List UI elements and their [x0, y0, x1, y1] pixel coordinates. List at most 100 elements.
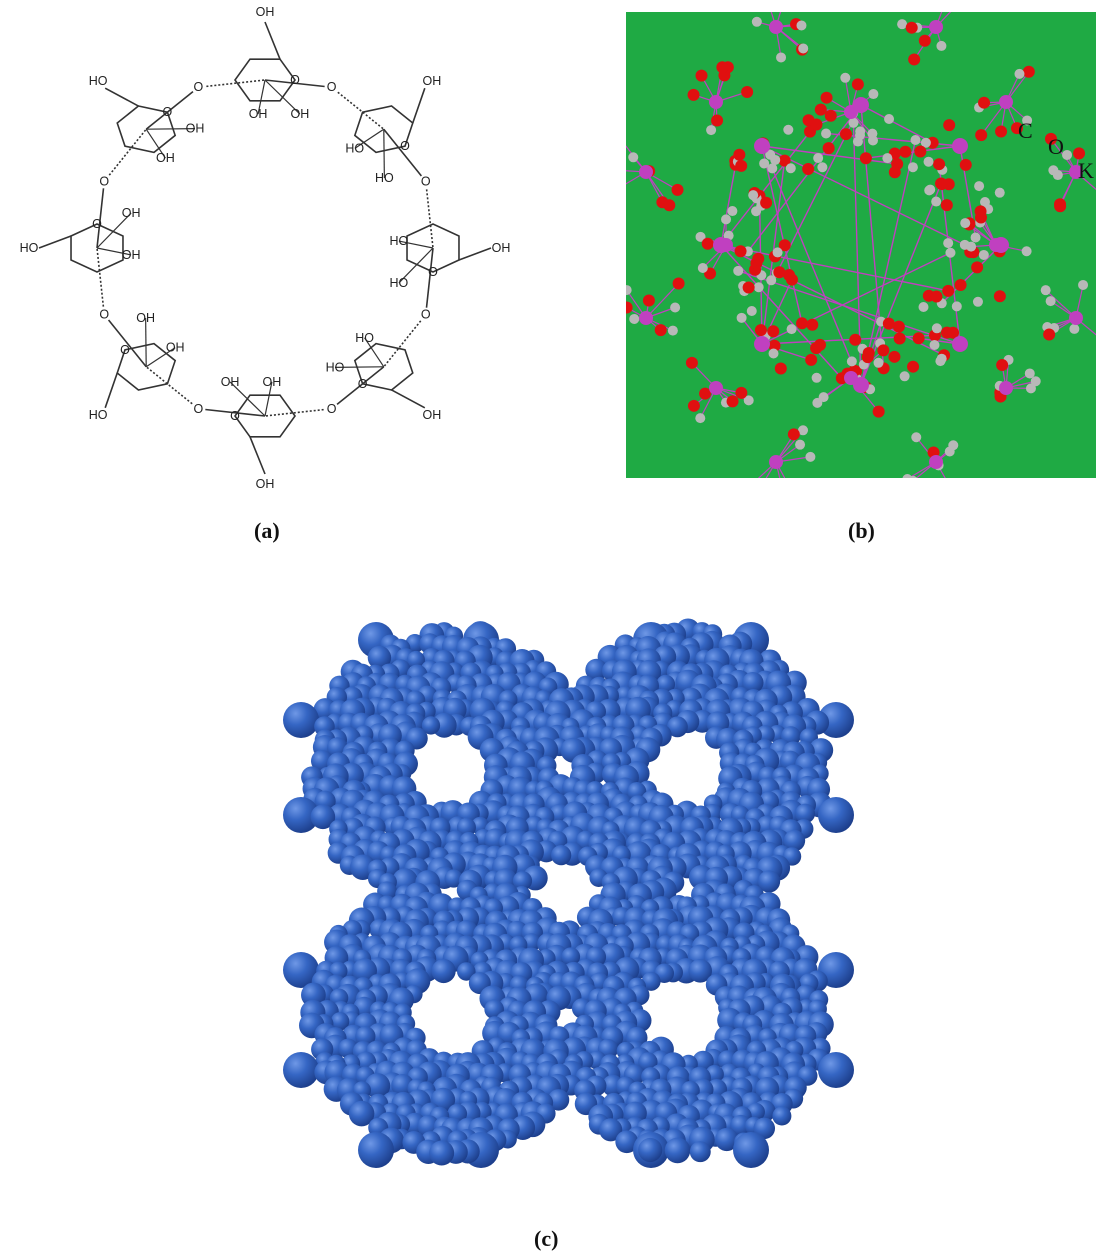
oxygen-atom — [943, 119, 956, 132]
k-o-bond — [720, 164, 737, 246]
k-o-bond — [720, 244, 949, 292]
oh-bond — [229, 381, 266, 417]
oxygen-atom — [947, 326, 960, 339]
carbon-atom — [743, 395, 754, 406]
carbon-atom — [899, 371, 910, 382]
hydroxyl-label: HO — [89, 408, 108, 422]
glycosidic-oxygen-label: O — [421, 308, 431, 322]
oxygen-atom — [701, 237, 714, 250]
oxygen-atom — [995, 125, 1008, 138]
atom-label-oxygen: O — [1048, 134, 1064, 159]
hydroxyl-label: OH — [166, 341, 185, 355]
carbon-atom — [706, 125, 717, 136]
oh-bond — [257, 79, 266, 115]
glycosidic-bond-hashed — [383, 314, 427, 368]
carbon-atom — [882, 153, 893, 164]
oxygen-atom — [687, 88, 700, 101]
carbon-atom — [970, 232, 981, 243]
atom-sphere — [348, 1100, 375, 1127]
oxygen-atom — [888, 350, 901, 363]
ring-oxygen-label: O — [428, 265, 438, 279]
oxygen-atom — [711, 114, 724, 127]
oxygen-atom — [685, 356, 698, 369]
carbon-atom — [943, 238, 954, 249]
carbon-atom — [786, 324, 797, 335]
atom-sphere — [664, 1137, 691, 1164]
oxygen-atom — [996, 359, 1009, 372]
oxygen-atom — [882, 317, 895, 330]
oxygen-atom — [687, 399, 700, 412]
hydroxyl-label: OH — [492, 241, 511, 255]
k-o-bond — [1075, 171, 1096, 191]
oxygen-atom — [872, 405, 885, 418]
oxygen-atom — [1043, 328, 1056, 341]
carbon-atom — [966, 241, 977, 252]
atom-sphere — [551, 845, 572, 866]
atom-sphere — [456, 817, 476, 837]
glycosidic-bond-hashed — [331, 86, 385, 130]
carbon-atom — [848, 117, 859, 128]
carbon-atom — [852, 136, 863, 147]
carbon-atom — [811, 372, 822, 383]
carbon-atom — [770, 154, 781, 165]
oxygen-atom — [671, 183, 684, 196]
carbon-atom — [783, 124, 794, 135]
atom-sphere — [733, 1132, 769, 1168]
carbon-atom — [768, 348, 779, 359]
carbon-atom — [748, 190, 759, 201]
oh-bond — [364, 337, 385, 368]
atom-sphere — [783, 829, 806, 852]
ring-oxygen-label: O — [120, 343, 130, 357]
carbon-atom — [798, 425, 809, 436]
oxygen-atom — [862, 347, 875, 360]
caption-c: (c) — [534, 1226, 559, 1251]
carbon-atom — [936, 353, 947, 364]
oxygen-atom — [778, 239, 791, 252]
carbon-atom — [974, 181, 985, 192]
carbon-atom — [1014, 68, 1025, 79]
oxygen-atom — [978, 96, 991, 109]
potassium-atom — [951, 138, 968, 155]
oxygen-atom — [796, 317, 809, 330]
hydroxyl-label: OH — [122, 206, 141, 220]
potassium-atom — [1069, 165, 1083, 179]
carbon-atom — [907, 162, 918, 173]
oh-bond — [398, 247, 434, 284]
oxygen-atom — [942, 284, 955, 297]
oxygen-atom — [768, 339, 781, 352]
carbon-atom — [1025, 383, 1036, 394]
caption-b: (b) — [848, 518, 875, 543]
oxygen-atom — [735, 159, 748, 172]
potassium-atom — [709, 381, 723, 395]
potassium-atom — [713, 237, 729, 253]
atom-sphere — [689, 1141, 711, 1163]
hydroxyl-label: HO — [326, 360, 345, 374]
potassium-atom — [754, 138, 771, 155]
oxygen-atom — [672, 277, 685, 290]
blue-space-filling-model — [283, 618, 854, 1168]
carbon-atom — [1069, 323, 1080, 334]
hydroxyl-label: OH — [136, 311, 155, 325]
glycosidic-bond-hashed — [424, 181, 434, 249]
atom-sphere — [615, 1130, 639, 1154]
oxygen-atom — [741, 85, 754, 98]
atom-sphere — [283, 797, 319, 833]
carbon-atom — [767, 163, 778, 174]
glycosidic-bond — [264, 79, 332, 89]
glycosidic-oxygen-mask — [418, 174, 433, 189]
atom-sphere — [561, 947, 581, 967]
k-o-bond — [761, 145, 966, 246]
atom-sphere — [367, 645, 392, 670]
atom-sphere — [795, 803, 816, 824]
ring-oxygen-label: O — [163, 105, 173, 119]
carbon-atom — [798, 43, 809, 54]
hydroxyl-label: OH — [249, 107, 268, 121]
potassium-atom — [999, 95, 1013, 109]
glycosidic-oxygen-label: O — [194, 402, 204, 416]
glycosidic-bond — [331, 366, 385, 410]
atom-sphere — [638, 1137, 663, 1163]
oh-bond — [145, 317, 147, 367]
carbon-atom — [736, 312, 747, 323]
carbon-atom — [626, 285, 632, 296]
hydroxyl-label: HO — [20, 241, 39, 255]
